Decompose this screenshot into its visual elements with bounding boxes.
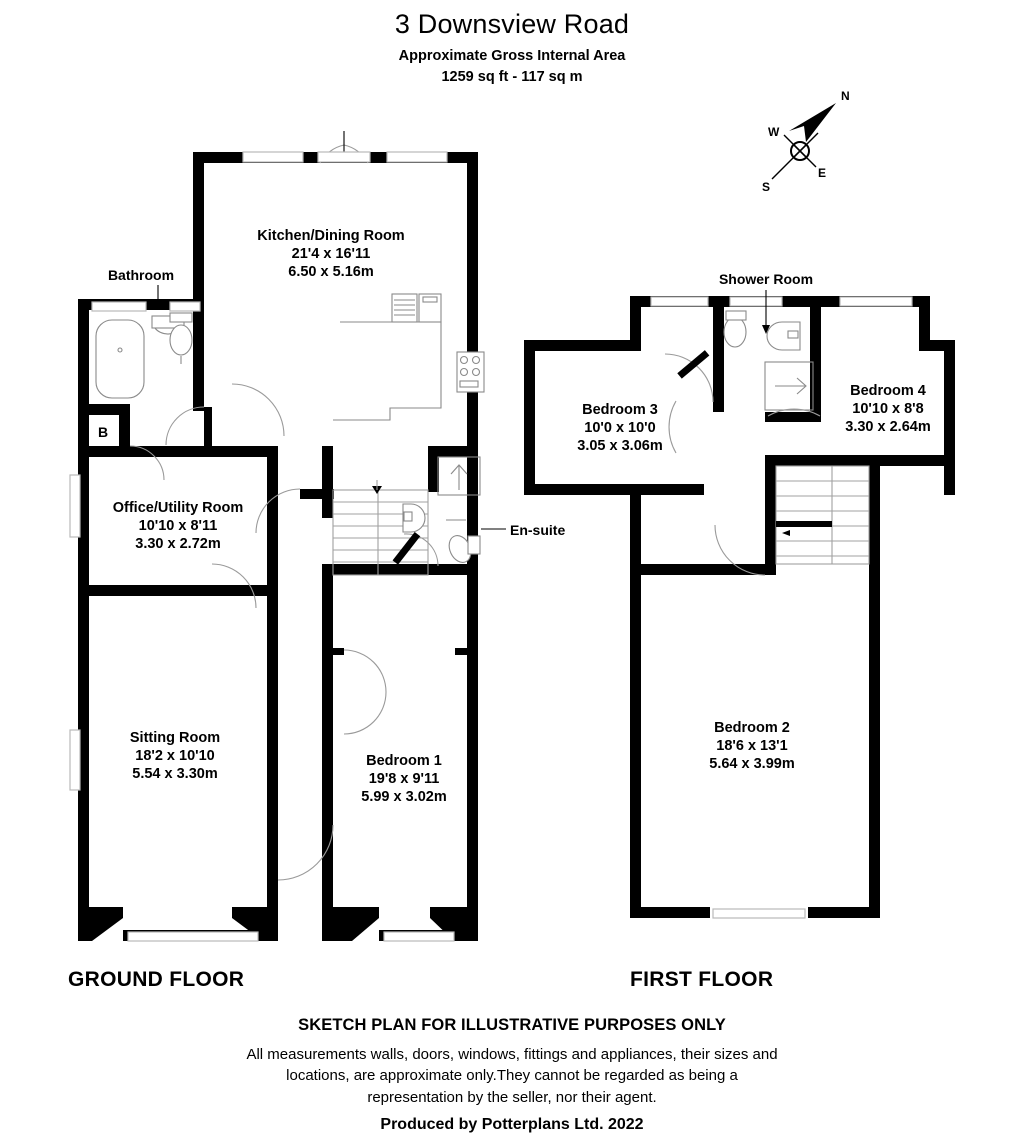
window-shower-room-top [729,296,783,307]
window-bathroom-left [91,301,147,312]
dim-kitchen-dining-imperial: 21'4 x 16'11 [292,246,371,262]
plan-area-value: 1259 sq ft - 117 sq m [441,69,583,86]
compass-rose: N W E S [762,89,850,194]
plan-subtitle: Approximate Gross Internal Area [398,48,626,65]
door-sitting-room [343,649,387,735]
shower-room-fixtures [723,310,814,411]
first-floor-labels: Bedroom 3 10'0 x 10'0 3.05 x 3.06m Bedro… [577,271,930,772]
window-bedroom4-top [839,296,913,307]
first-floor-label: FIRST FLOOR [630,968,774,991]
oven-unit [391,293,418,323]
dim-bedroom3-imperial: 10'0 x 10'0 [584,420,655,436]
dim-bedroom3-metric: 3.05 x 3.06m [577,438,662,454]
label-en-suite: En-suite [510,522,565,538]
window-bedroom1-bay [383,931,455,942]
label-office-utility-room: Office/Utility Room [113,500,244,516]
compass-south-label: S [762,180,770,194]
shower-room-cistern [725,310,747,321]
label-sitting-room: Sitting Room [130,730,220,746]
ground-floor-plan: B [69,131,566,942]
kitchen-fittings [333,293,485,421]
stair-direction-arrow-down [782,530,790,536]
window-bedroom3-top [650,296,709,307]
shower-room-basin [766,321,801,351]
dim-office-utility-metric: 3.30 x 2.72m [135,536,220,552]
label-bedroom-4: Bedroom 4 [850,383,926,399]
ground-floor-walls [78,152,478,941]
first-floor-door-swings [664,350,821,576]
door-bathroom [165,406,205,446]
door-en-suite [403,533,439,567]
ground-floor-label: GROUND FLOOR [68,968,245,991]
dim-sitting-imperial: 18'2 x 10'10 [135,748,214,764]
first-floor-staircase [775,465,870,565]
door-hall-front [255,488,301,534]
window-kitchen-right [386,151,448,163]
dim-bedroom1-imperial: 19'8 x 9'11 [369,771,440,787]
fridge-unit [418,293,442,323]
door-bedroom1 [277,824,334,881]
door-bedroom4 [767,408,821,417]
window-kitchen-left [242,151,304,163]
door-cupboard [129,445,165,481]
window-sitting-left [69,729,81,791]
bathroom-fixtures [95,312,193,399]
dim-bedroom2-metric: 5.64 x 3.99m [709,756,794,772]
toilet-cistern [169,312,193,323]
en-suite-fixtures-ground [392,456,481,567]
page-title: 3 Downsview Road [394,9,630,39]
footer-credit: Produced by Potterplans Ltd. 2022 [380,1115,644,1133]
label-bedroom-3: Bedroom 3 [582,402,658,418]
dim-bedroom2-imperial: 18'6 x 13'1 [716,738,787,754]
label-bedroom-1: Bedroom 1 [366,753,442,769]
label-bedroom-2: Bedroom 2 [714,720,790,736]
dim-office-utility-imperial: 10'10 x 8'11 [139,518,218,534]
footer-heading: SKETCH PLAN FOR ILLUSTRATIVE PURPOSES ON… [298,1016,726,1034]
plan-header: 3 Downsview Road Approximate Gross Inter… [0,0,1024,88]
compass-north-label: N [841,89,850,103]
ground-floor-door-swings [129,383,387,881]
shower-room-tray [764,361,814,411]
shower-room-toilet [723,316,747,348]
window-bedroom2-bottom [712,908,806,919]
cupboard-label: B [98,424,108,440]
dim-sitting-metric: 5.54 x 3.30m [132,766,217,782]
first-floor-windows [650,296,913,919]
door-bedroom2 [714,524,766,576]
door-kitchen-hall [231,383,285,437]
first-floor-plan: Bedroom 3 10'0 x 10'0 3.05 x 3.06m Bedro… [524,271,955,919]
label-bathroom: Bathroom [108,267,174,283]
footer-disclaimer-line-1: All measurements walls, doors, windows, … [246,1046,778,1063]
door-bedroom3 [668,400,677,454]
dim-kitchen-dining-metric: 6.50 x 5.16m [288,264,373,280]
bath-plug-icon [117,347,123,353]
ground-floor-windows [69,131,455,942]
shower-tray-ground [437,456,481,496]
footer-disclaimer-line-3: representation by the seller, nor their … [367,1088,657,1106]
window-kitchen-center [317,151,371,163]
plan-footer: SKETCH PLAN FOR ILLUSTRATIVE PURPOSES ON… [0,1016,1024,1134]
door-office [211,563,257,609]
toilet-bowl [169,324,193,356]
door-shower-room [664,353,714,403]
window-bathroom-right [169,301,201,312]
footer-disclaimer-line-2: locations, are approximate only.They can… [286,1067,738,1085]
label-shower-room: Shower Room [719,271,813,287]
window-office-left [69,474,81,538]
bath-tub [95,319,145,399]
dim-bedroom4-metric: 3.30 x 2.64m [845,419,930,435]
label-kitchen-dining-room: Kitchen/Dining Room [257,228,404,244]
dim-bedroom4-imperial: 10'10 x 8'8 [852,401,923,417]
en-suite-basin [402,503,426,533]
dim-bedroom1-metric: 5.99 x 3.02m [361,789,446,805]
window-sitting-bay [127,931,259,942]
ground-floor-labels: Kitchen/Dining Room 21'4 x 16'11 6.50 x … [108,228,566,805]
compass-east-label: E [818,166,826,180]
compass-west-label: W [768,125,780,139]
